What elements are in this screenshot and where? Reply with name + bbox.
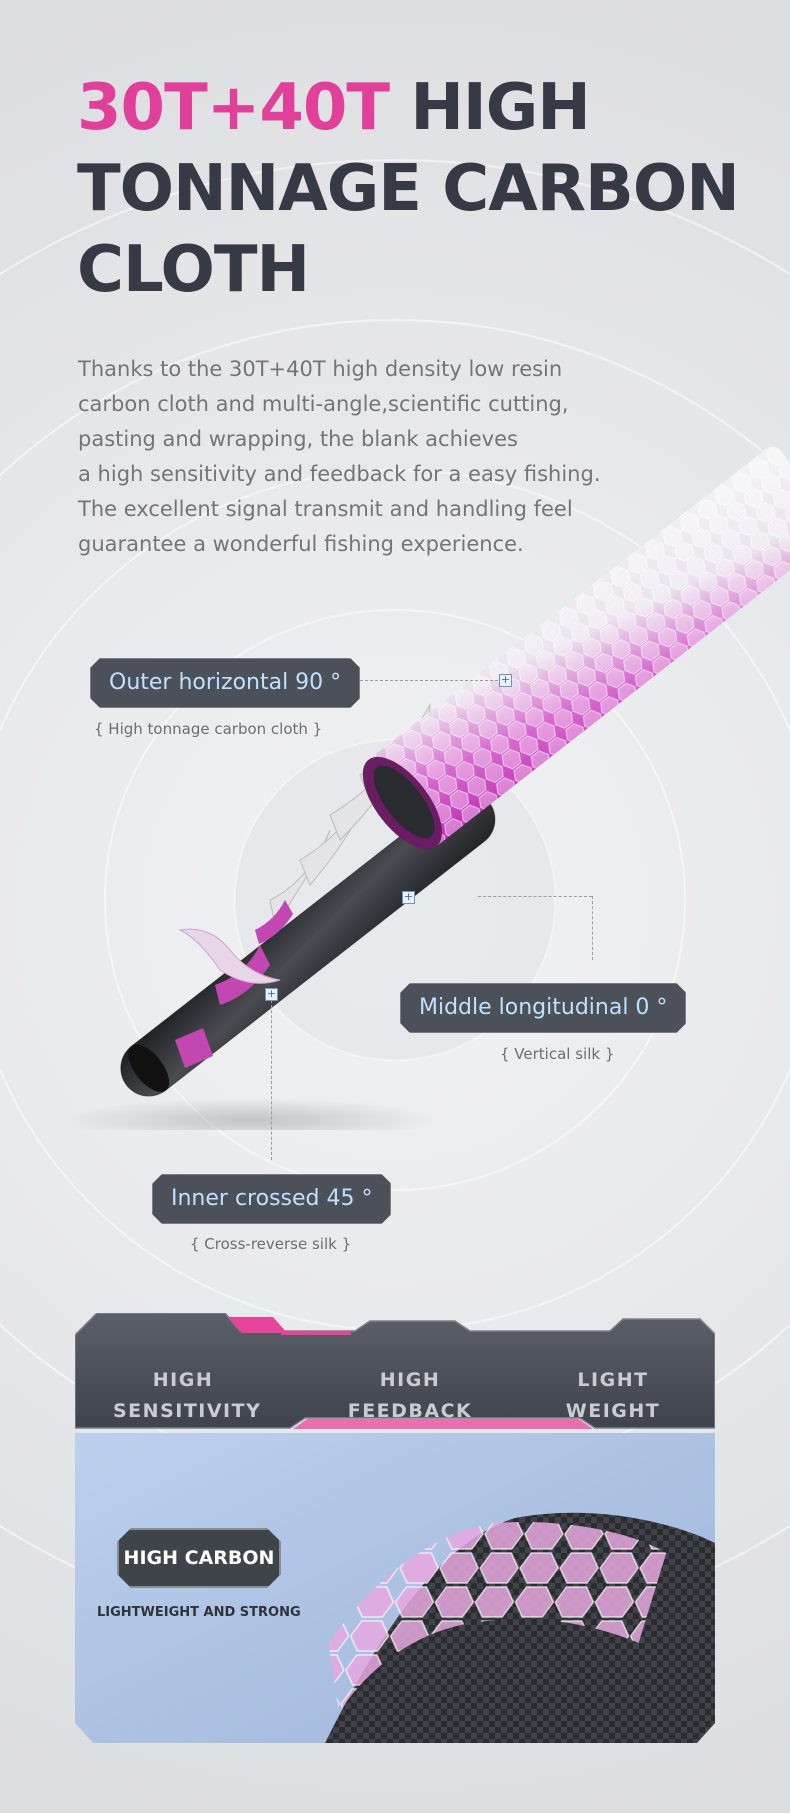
middle-layer-note: { Vertical silk } xyxy=(500,1045,615,1063)
middle-marker-icon: + xyxy=(402,890,415,904)
outer-layer-note: { High tonnage carbon cloth } xyxy=(94,720,323,738)
feature-light-weight: LIGHT WEIGHT xyxy=(553,1365,673,1427)
feature-high-feedback: HIGH FEEDBACK xyxy=(340,1365,480,1427)
inner-connector xyxy=(271,1000,272,1160)
feature-line: WEIGHT xyxy=(565,1400,661,1422)
intro-line: carbon cloth and multi-angle,scientific … xyxy=(78,392,569,416)
panel-frame xyxy=(75,1313,715,1743)
intro-line: The excellent signal transmit and handli… xyxy=(78,497,573,521)
feature-line: LIGHT xyxy=(577,1369,649,1391)
feature-line: FEEDBACK xyxy=(347,1400,473,1422)
intro-line: pasting and wrapping, the blank achieves xyxy=(78,427,518,451)
intro-text: Thanks to the 30T+40T high density low r… xyxy=(78,352,618,562)
intro-line: a high sensitivity and feedback for a ea… xyxy=(78,462,601,486)
intro-line: Thanks to the 30T+40T high density low r… xyxy=(78,357,563,381)
page-title: 30T+40T HIGH TONNAGE CARBON CLOTH xyxy=(77,68,757,311)
intro-line: guarantee a wonderful fishing experience… xyxy=(78,532,524,556)
rod-illustration xyxy=(60,446,790,1130)
outer-marker-icon: + xyxy=(499,673,512,687)
feature-panel: HIGH SENSITIVITY HIGH FEEDBACK LIGHT WEI… xyxy=(75,1313,715,1743)
title-accent: 30T+40T xyxy=(77,71,390,145)
inner-layer-note: { Cross-reverse silk } xyxy=(190,1235,352,1253)
outer-layer-tag: Outer horizontal 90 ° xyxy=(90,658,360,708)
feature-line: HIGH xyxy=(379,1369,441,1391)
feature-line: HIGH xyxy=(152,1369,214,1391)
middle-layer-tag: Middle longitudinal 0 ° xyxy=(400,983,686,1033)
feature-high-sensitivity: HIGH SENSITIVITY xyxy=(113,1365,262,1427)
high-carbon-badge: HIGH CARBON xyxy=(117,1528,281,1588)
high-carbon-subtitle: LIGHTWEIGHT AND STRONG xyxy=(97,1605,301,1620)
feature-line: SENSITIVITY xyxy=(113,1400,262,1422)
middle-connector-h xyxy=(478,896,592,897)
inner-layer-tag: Inner crossed 45 ° xyxy=(152,1174,391,1224)
inner-marker-icon: + xyxy=(265,987,278,1001)
outer-connector xyxy=(345,680,503,681)
title-rest: HIGH TONNAGE CARBON CLOTH xyxy=(77,71,740,307)
middle-connector-v xyxy=(592,896,593,960)
